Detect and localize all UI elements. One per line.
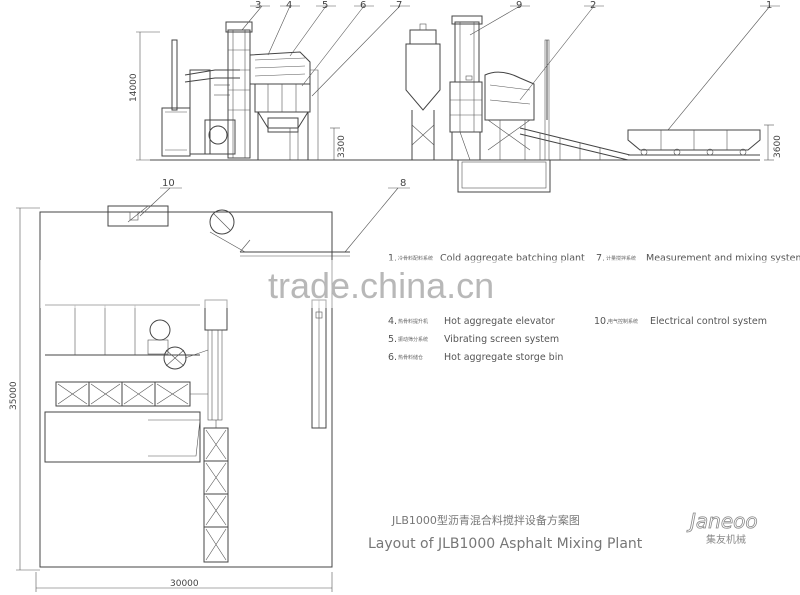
belt-conveyor-icon — [519, 39, 631, 161]
callout-4: 4 — [286, 0, 292, 11]
legend-en-10: Electrical control system — [650, 316, 767, 327]
legend-num-6: 6. — [388, 352, 397, 363]
legend-en-4: Hot aggregate elevator — [444, 316, 555, 327]
title-en: Layout of JLB1000 Asphalt Mixing Plant — [368, 536, 643, 552]
dimension-3300 — [330, 127, 340, 160]
elevation-view — [136, 5, 780, 193]
legend-en-1: Cold aggregate batching plant — [440, 253, 585, 264]
legend-cn-4: 热骨料提升机 — [398, 318, 428, 325]
cold-feed-bins-icon — [627, 129, 761, 156]
legend: 1. 冷骨料配料系统 Cold aggregate batching plant… — [388, 253, 800, 363]
dimension-3600 — [764, 124, 774, 161]
title-cn: JLB1000型沥青混合料搅拌设备方案图 — [391, 513, 580, 527]
dim-14000-label: 14000 — [129, 73, 139, 102]
logo-cn: 集友机械 — [706, 533, 746, 546]
watermark-text: trade.china.cn — [268, 265, 494, 306]
legend-cn-7: 计量搅拌系统 — [606, 255, 636, 262]
watermark-band — [40, 260, 800, 308]
legend-cn-10: 电气控制系统 — [608, 318, 638, 325]
legend-num-10: 10. — [594, 316, 609, 327]
janeoo-logo: Janeoo 集友机械 — [686, 509, 758, 546]
callout-8: 8 — [400, 178, 406, 189]
legend-num-1: 1. — [388, 253, 397, 264]
dim-3600-label: 3600 — [773, 135, 783, 158]
mixing-tower-icon — [249, 51, 319, 160]
dust-collector-icon — [184, 69, 240, 155]
legend-cn-5: 振动筛分系统 — [398, 336, 428, 343]
legend-num-7: 7. — [596, 253, 605, 264]
legend-en-7: Measurement and mixing system — [646, 253, 800, 264]
callout-9: 9 — [516, 0, 522, 11]
callout-10: 10 — [162, 178, 175, 189]
legend-cn-1: 冷骨料配料系统 — [398, 255, 433, 262]
callout-3: 3 — [255, 0, 261, 11]
callout-6: 6 — [360, 0, 366, 11]
legend-num-4: 4. — [388, 316, 397, 327]
callout-7: 7 — [396, 0, 402, 11]
callout-5: 5 — [322, 0, 328, 11]
callout-1: 1 — [766, 0, 772, 11]
dryer-drum-icon — [484, 71, 535, 160]
dim-3300-label: 3300 — [337, 135, 347, 158]
dim-30000-label: 30000 — [170, 579, 199, 589]
logo-text: Janeoo — [686, 509, 758, 533]
filler-silo-icon — [405, 23, 441, 160]
dimension-14000 — [136, 31, 160, 161]
dim-35000-label: 35000 — [9, 381, 19, 410]
legend-num-5: 5. — [388, 334, 397, 345]
hot-aggregate-elevator-icon — [225, 21, 253, 159]
legend-en-5: Vibrating screen system — [444, 334, 559, 345]
exhaust-stack-icon — [161, 39, 191, 157]
drying-tower-icon — [449, 15, 483, 161]
callout-2: 2 — [590, 0, 596, 11]
legend-en-6: Hot aggregate storge bin — [444, 352, 563, 363]
plan-view — [16, 187, 410, 592]
elevation-callouts — [241, 5, 780, 131]
underground-pit — [457, 159, 551, 193]
legend-cn-6: 热骨料储仓 — [398, 354, 423, 361]
